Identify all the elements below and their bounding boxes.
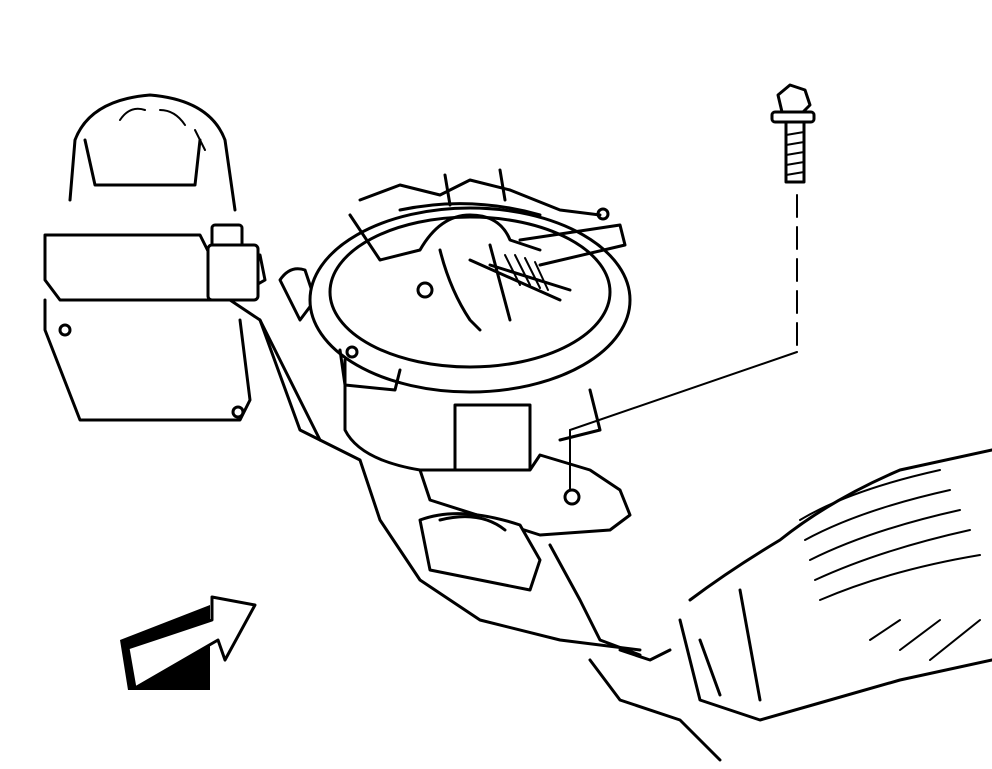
pickup-coil-assembly	[348, 168, 627, 332]
hold-down-clamp	[418, 453, 642, 657]
bolt-icon	[770, 83, 816, 184]
direction-arrow-icon	[120, 595, 257, 690]
distributor-base-ring	[308, 206, 632, 394]
bracket-bolt	[206, 223, 260, 302]
bolt-leader-line-to-hole	[569, 351, 798, 491]
intake-manifold	[588, 448, 992, 762]
left-engine-bracket	[43, 93, 642, 652]
